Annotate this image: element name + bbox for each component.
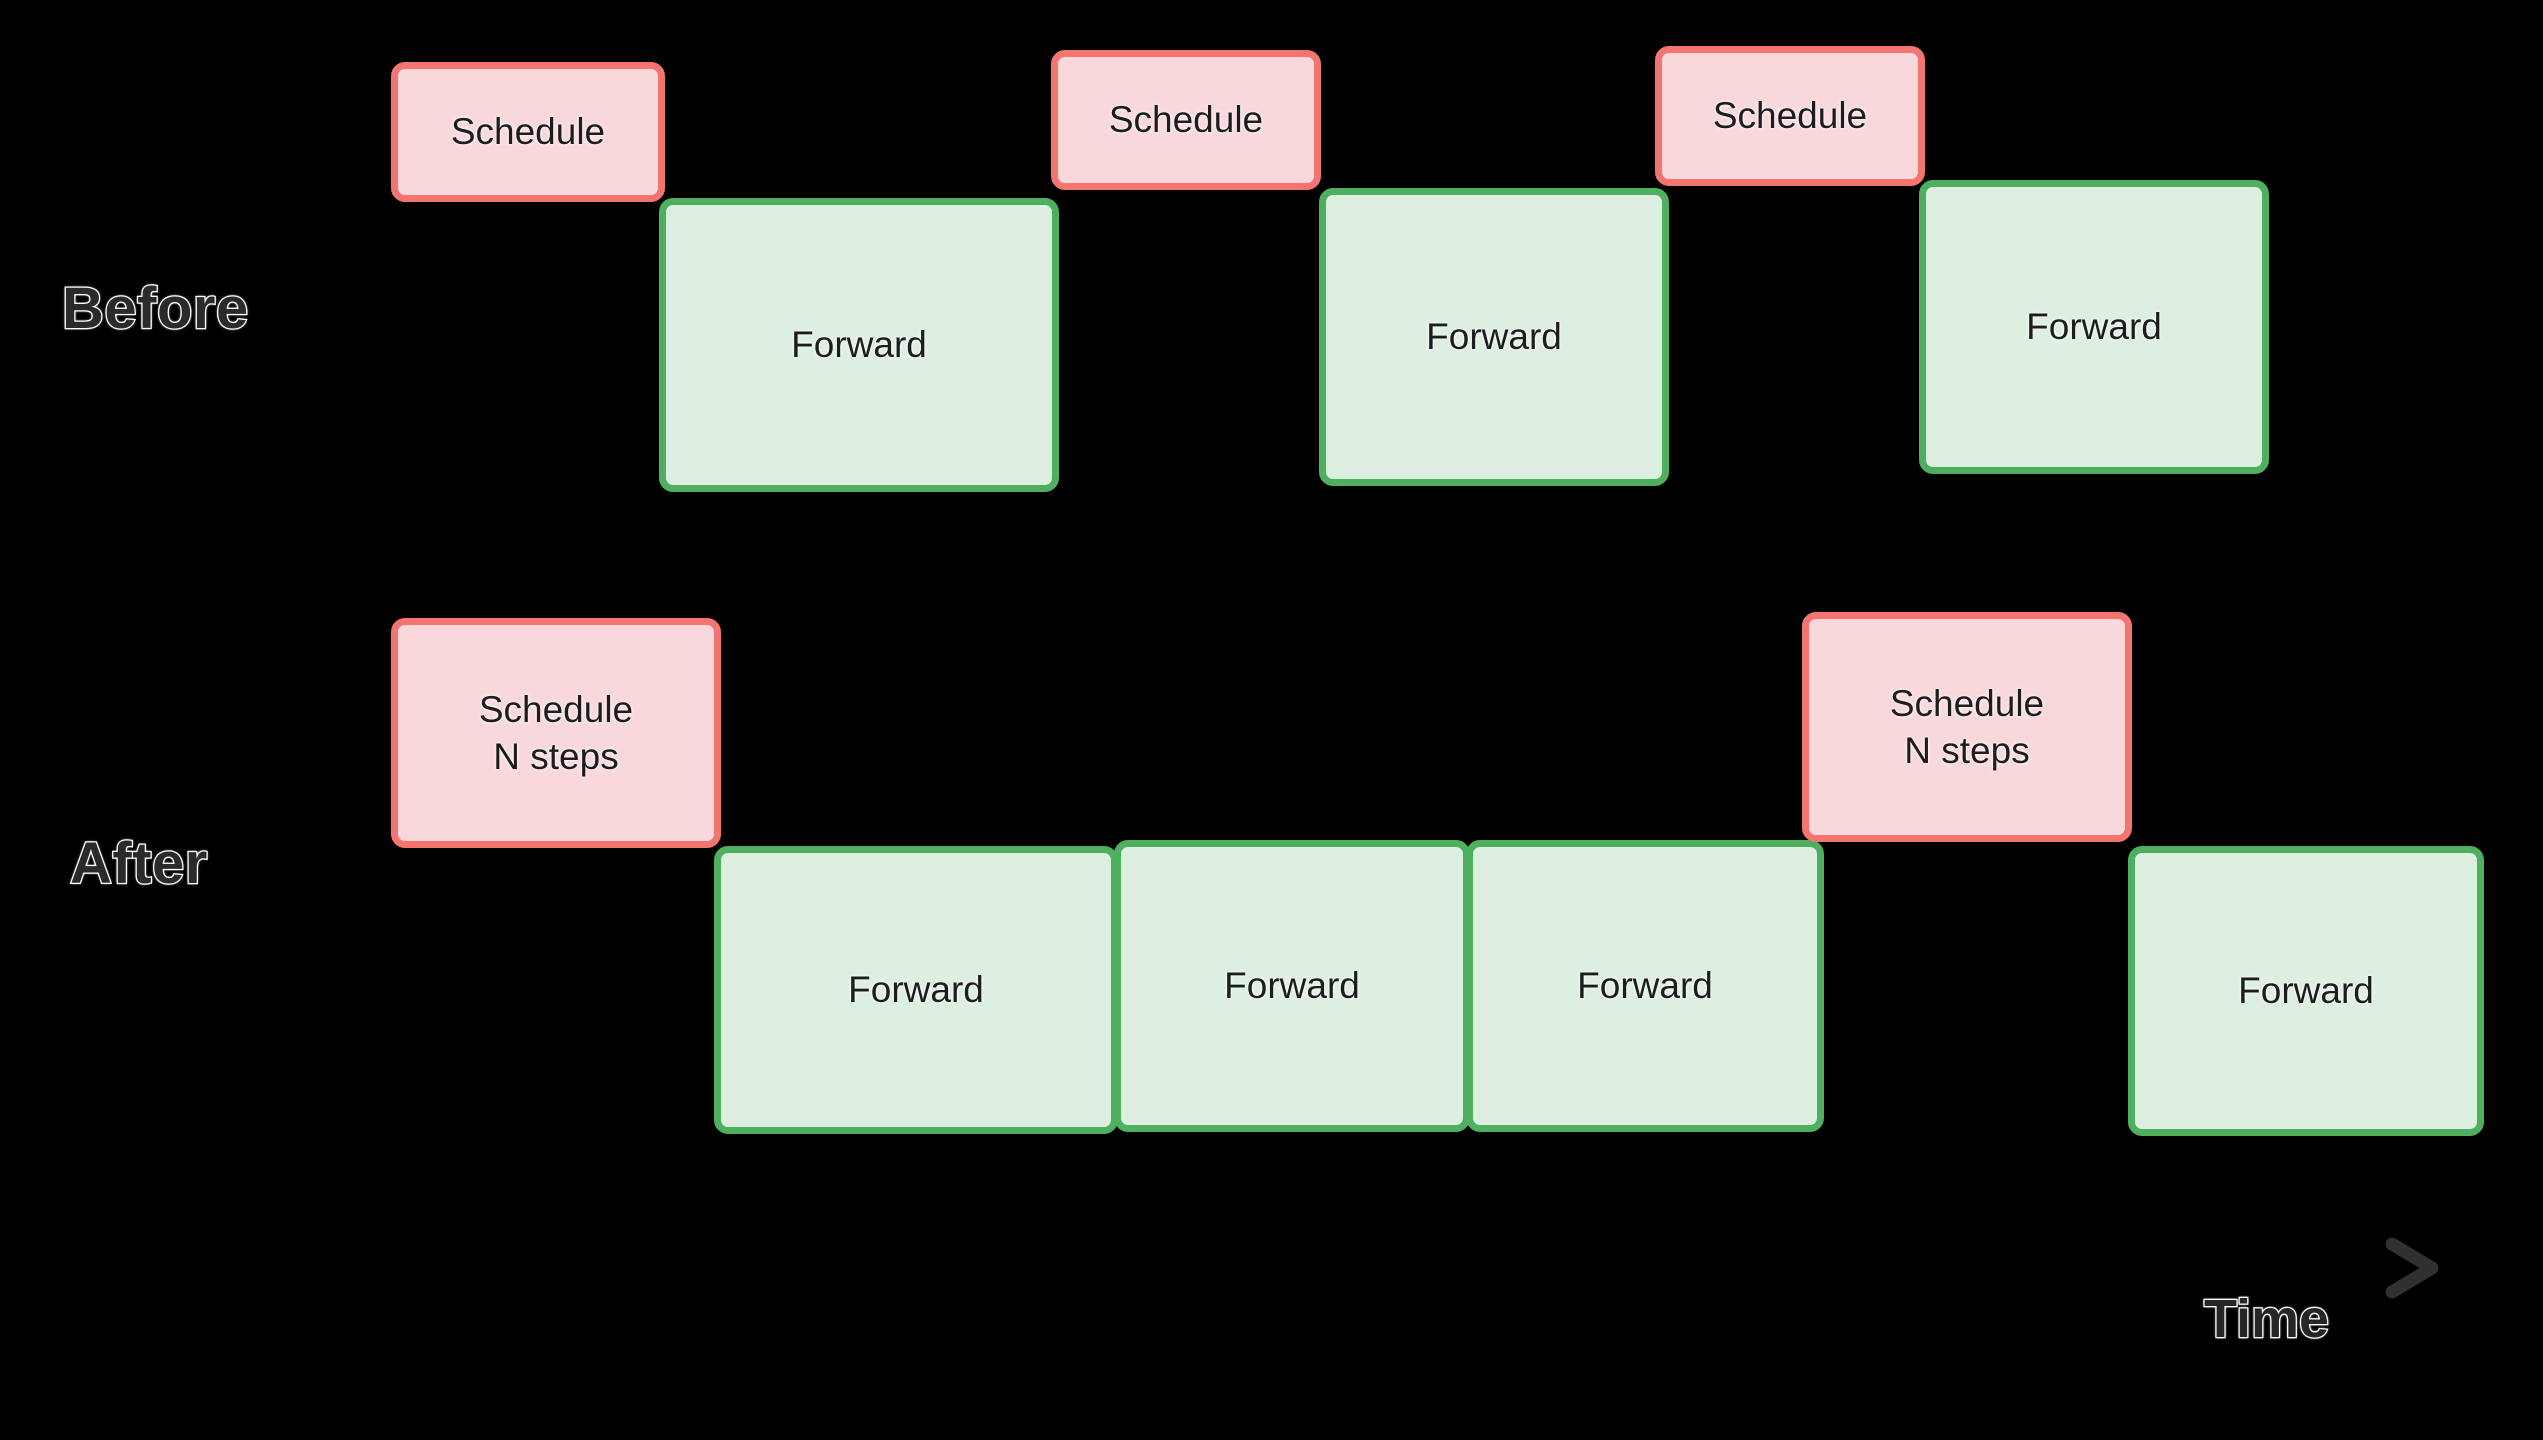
after-schedule-block-2: Schedule N steps <box>1802 612 2132 842</box>
after-schedule-block-1-label: Schedule N steps <box>478 688 634 777</box>
time-axis-arrowhead-icon <box>2385 1237 2439 1299</box>
time-axis-arrow <box>370 1237 2439 1299</box>
before-schedule-block-1: Schedule <box>391 62 665 202</box>
time-axis-label: Time <box>2203 1289 2331 1349</box>
before-forward-block-2-label: Forward <box>1426 316 1562 358</box>
row-label-before: Before <box>61 276 250 341</box>
after-forward-block-4: Forward <box>2128 846 2484 1136</box>
before-schedule-block-3: Schedule <box>1655 46 1925 186</box>
before-schedule-block-3-label: Schedule <box>1712 95 1868 137</box>
before-schedule-block-2-label: Schedule <box>1108 99 1264 141</box>
row-label-after: After <box>69 831 209 896</box>
after-forward-block-1: Forward <box>714 846 1118 1134</box>
after-forward-block-4-label: Forward <box>2238 970 2374 1012</box>
before-forward-block-2: Forward <box>1319 188 1669 486</box>
before-forward-block-3-label: Forward <box>2026 306 2162 348</box>
after-forward-block-2-label: Forward <box>1224 965 1360 1007</box>
after-forward-block-2: Forward <box>1114 840 1470 1132</box>
after-forward-block-3: Forward <box>1466 840 1824 1132</box>
after-forward-block-3-label: Forward <box>1577 965 1713 1007</box>
after-schedule-block-1: Schedule N steps <box>391 618 721 848</box>
before-forward-block-1-label: Forward <box>791 324 927 366</box>
after-forward-block-1-label: Forward <box>848 969 984 1011</box>
before-schedule-block-2: Schedule <box>1051 50 1321 190</box>
before-forward-block-3: Forward <box>1919 180 2269 474</box>
before-schedule-block-1-label: Schedule <box>450 111 606 153</box>
after-schedule-block-2-label: Schedule N steps <box>1889 682 2045 771</box>
before-forward-block-1: Forward <box>659 198 1059 492</box>
